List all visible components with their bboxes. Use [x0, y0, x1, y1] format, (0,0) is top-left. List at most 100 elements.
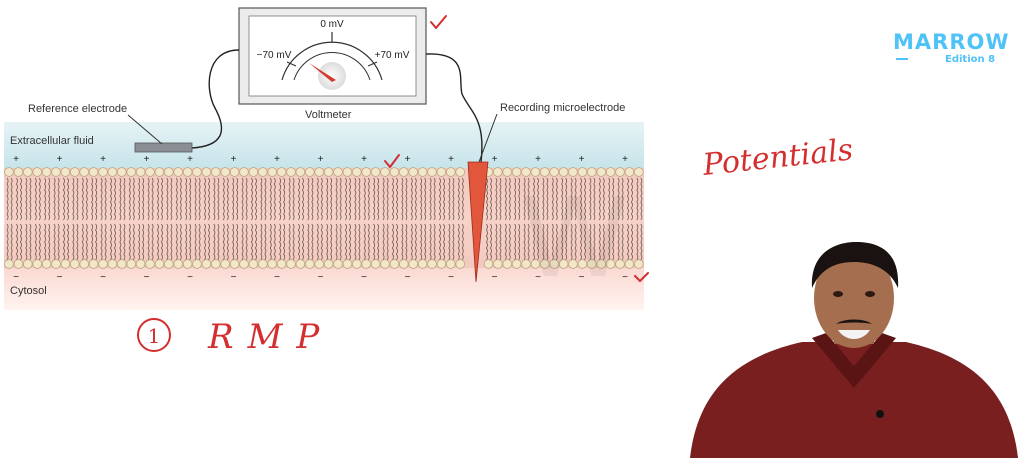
lipid-tail [175, 177, 178, 221]
lipid-head [634, 167, 644, 177]
item-number-circle [137, 318, 171, 352]
lipid-tail [499, 177, 502, 221]
lipid-tail [593, 177, 596, 221]
lipid-head [201, 259, 212, 269]
lipid-tail [34, 177, 37, 221]
lipid-tail [85, 177, 88, 221]
extracellular-region [4, 122, 644, 168]
lipid-head [286, 167, 296, 177]
presenter-face [814, 248, 894, 348]
positive-charge: + [448, 154, 454, 165]
lipid-tail [283, 177, 286, 221]
lipid-head [596, 259, 606, 269]
lipid-head [427, 167, 437, 177]
lipid-head [276, 259, 287, 269]
lipid-head [220, 259, 230, 269]
lipid-head [624, 167, 635, 177]
lipid-head [615, 259, 625, 269]
lipid-tail [617, 223, 620, 261]
lipid-head [305, 167, 315, 177]
lipid-tail [608, 177, 611, 221]
lipid-tail [44, 177, 47, 221]
lipid-tail [527, 177, 530, 221]
lipid-tail [377, 223, 380, 261]
lipid-head [295, 167, 306, 177]
lipid-tail [48, 223, 51, 261]
positive-charge: + [535, 154, 541, 165]
lipid-tail [260, 177, 263, 221]
lipid-head [502, 167, 512, 177]
handwritten-title-potentials: Potentials [700, 132, 855, 183]
lipid-tail [452, 177, 455, 221]
recording-microelectrode-label: Recording microelectrode [500, 102, 626, 114]
lipid-tail [109, 177, 112, 221]
lipid-tail [213, 177, 216, 221]
lipid-head [408, 167, 418, 177]
lipid-tail [508, 177, 511, 221]
lipid-tail [316, 223, 319, 261]
lipid-head [521, 259, 531, 269]
reference-electrode-label: Reference electrode [28, 103, 128, 115]
negative-charge: − [535, 272, 541, 283]
lipid-tail [358, 223, 361, 261]
lipid-tail [194, 177, 197, 221]
lipid-tail [339, 223, 342, 261]
lipid-tail [301, 223, 304, 261]
lipid-head [399, 167, 409, 177]
presenter-collar [812, 333, 896, 388]
lipid-tail [612, 177, 615, 221]
lipid-tail [382, 223, 385, 261]
lipid-head [117, 167, 127, 177]
lipid-tail [241, 223, 244, 261]
positive-charge: + [274, 154, 280, 165]
lipid-tail [395, 177, 398, 221]
lipid-tail [373, 223, 376, 261]
negative-charge: − [448, 272, 454, 283]
lipid-tail [57, 223, 60, 261]
lipid-tail [420, 177, 423, 221]
lipid-tail [561, 177, 564, 221]
lipid-tail [254, 223, 257, 261]
lipid-tail [38, 177, 41, 221]
lipid-tail [621, 223, 624, 261]
lipid-head [436, 167, 447, 177]
lipid-tail [138, 177, 141, 221]
lipid-head [352, 167, 362, 177]
positive-charge: + [318, 154, 324, 165]
lipid-tail [250, 177, 253, 221]
lipid-head [4, 259, 14, 269]
lipid-tail [514, 223, 517, 261]
tick-left [286, 61, 297, 67]
lipid-tail [29, 223, 32, 261]
negative-charge: − [405, 272, 411, 283]
lipid-tail [297, 177, 300, 221]
lipid-tail [119, 177, 122, 221]
tick-right [367, 61, 378, 67]
lipid-tail [72, 223, 75, 261]
lipid-tail [245, 177, 248, 221]
lipid-head [135, 167, 146, 177]
lipid-tail [44, 223, 47, 261]
lipid-tail [241, 177, 244, 221]
lipid-head [229, 259, 240, 269]
lipid-tail [626, 223, 629, 261]
recording-microelectrode [467, 161, 489, 283]
lipid-head [568, 167, 578, 177]
lipid-tail [264, 223, 267, 261]
lipid-tail [160, 177, 163, 221]
lipid-tail [523, 223, 526, 261]
presenter-video [690, 242, 1018, 458]
lipid-tail [335, 177, 338, 221]
lipid-tail [288, 223, 291, 261]
lipid-head [323, 259, 334, 269]
lipid-head [295, 259, 306, 269]
lipid-tail [442, 223, 445, 261]
lipid-tail [198, 223, 201, 261]
lipid-tail [307, 223, 310, 261]
lipid-tail [608, 223, 611, 261]
lipid-tail [260, 223, 263, 261]
lipid-tail [29, 177, 32, 221]
dial-inner-arc [293, 51, 371, 81]
lipid-tail [583, 177, 586, 221]
lipid-head [98, 259, 108, 269]
